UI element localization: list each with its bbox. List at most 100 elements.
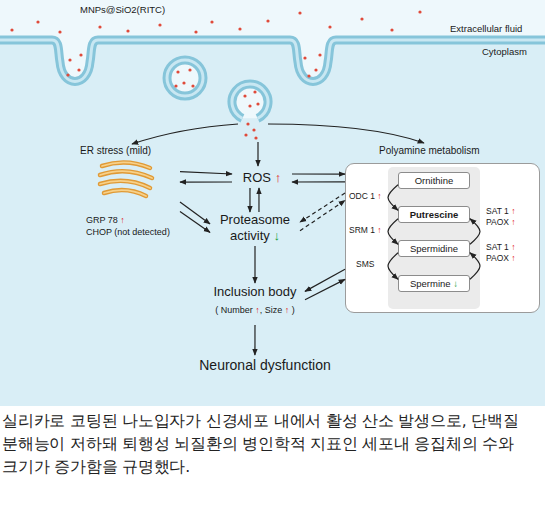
nanoparticle <box>77 68 80 71</box>
text-run: GRP 78 <box>86 215 120 225</box>
nanoparticle <box>298 11 301 14</box>
enzyme-label: SAT 1 ↑ PAOX ↑ <box>486 206 532 228</box>
node-note: CHOP (not detected) <box>86 227 170 237</box>
nanoparticle <box>248 104 251 107</box>
node-title: ROS ↑ <box>232 168 292 188</box>
node-title: Putrescine <box>399 207 469 222</box>
node-note: ( Number ↑, Size ↑ ) <box>205 304 305 317</box>
nanoparticle <box>79 53 82 56</box>
node-title: Spermidine <box>399 241 469 256</box>
enzyme-label: SRM 1 ↑ <box>349 225 382 236</box>
arrow-connector <box>388 253 398 280</box>
er-sheet-core <box>104 190 146 196</box>
arrow-connector <box>254 325 255 355</box>
arrow-connector <box>254 246 255 283</box>
nanoparticle <box>68 58 71 61</box>
nanoparticle <box>318 53 321 56</box>
vesicle-core <box>167 60 203 96</box>
cell-membrane <box>0 40 545 82</box>
open-vesicle-core <box>232 84 268 118</box>
change-arrow: ↑ <box>120 215 125 225</box>
nanoparticle <box>58 30 61 33</box>
text-run: Spermine <box>410 278 453 289</box>
nanoparticle <box>266 19 269 22</box>
nanoparticle <box>418 10 421 13</box>
er-sheet-core <box>100 171 152 178</box>
nanoparticle <box>256 102 259 105</box>
text-run: PAOX <box>486 217 511 227</box>
arrow-connector <box>300 193 345 222</box>
cytoplasm-background <box>0 0 545 406</box>
nanoparticle <box>390 28 393 31</box>
text-run: ER stress (mild) <box>80 145 151 156</box>
change-arrow: ↑ <box>511 217 515 227</box>
text-run: ODC 1 <box>349 191 377 201</box>
inclusion-node: Inclusion body ( Number ↑, Size ↑ ) <box>205 283 305 325</box>
node-title: Proteasome activity ↓ <box>210 212 300 244</box>
nanoparticle <box>10 28 13 31</box>
er-stress-node: ER stress (mild) GRP 78 ↑ CHOP (not detect… <box>80 145 180 240</box>
nanoparticle <box>194 30 197 33</box>
text-run: SMS <box>356 259 374 269</box>
membrane-core <box>0 40 545 82</box>
metabolite-box: Ornithine <box>398 172 470 189</box>
nanoparticle <box>98 25 101 28</box>
change-arrow: ↑ <box>511 242 515 252</box>
er-sheet <box>104 190 146 196</box>
nanoparticle <box>328 25 331 28</box>
region-label: Cytoplasm <box>482 46 527 57</box>
arrow-connector <box>180 212 210 233</box>
text-run: Putrescine <box>410 209 459 220</box>
uptake-arrow <box>132 124 238 144</box>
nanoparticle <box>307 74 310 77</box>
arrow-connector <box>292 173 345 174</box>
text-run: SAT 1 <box>486 206 511 216</box>
change-arrow: ↑ <box>285 305 290 315</box>
outcome-node: Neuronal dysfunction <box>170 355 360 375</box>
nanoparticle <box>126 29 129 32</box>
change-arrow: ↓ <box>273 228 280 243</box>
text-run: Neuronal dysfunction <box>199 357 331 373</box>
arrow-connector <box>180 181 232 182</box>
change-arrow: ↑ <box>255 305 260 315</box>
text-run: Spermidine <box>410 243 458 254</box>
er-sheet <box>100 171 152 178</box>
metabolite-box: Spermidine <box>398 240 470 257</box>
open-vesicle <box>232 84 268 118</box>
nanoparticle <box>253 90 256 93</box>
nanoparticle <box>246 122 249 125</box>
change-arrow: ↑ <box>511 253 515 263</box>
arrow-connector <box>180 202 210 224</box>
arrow-connector <box>258 188 259 212</box>
change-arrow: ↑ <box>275 170 282 185</box>
nanoparticle <box>66 73 69 76</box>
er-sheet-core <box>102 162 150 168</box>
node-title: Polyamine metabolism <box>379 145 480 156</box>
er-sheet-core <box>100 181 150 188</box>
change-arrow: ↓ <box>453 278 458 289</box>
node-title: Inclusion body <box>205 283 305 300</box>
text-run: SRM 1 <box>349 225 377 235</box>
text-run: Extracellular fluid <box>450 23 522 34</box>
text-run: Ornithine <box>415 175 454 186</box>
arrow-connector <box>470 219 480 245</box>
uptake-arrow <box>257 142 258 166</box>
metabolite-box: Putrescine <box>398 206 470 223</box>
nanoparticle <box>210 20 213 23</box>
nanoparticle <box>314 68 317 71</box>
text-run: Inclusion body <box>213 284 296 299</box>
text-run: Polyamine metabolism <box>379 145 480 156</box>
nanoparticle <box>238 27 241 30</box>
arrow-connector <box>180 172 232 174</box>
nanoparticles <box>10 10 421 139</box>
change-arrow: ↑ <box>511 206 515 216</box>
text-run: SAT 1 <box>486 242 511 252</box>
arrow-connector <box>388 219 398 245</box>
nanoparticle <box>303 56 306 59</box>
node-title: ER stress (mild) <box>80 145 151 156</box>
region-label: Extracellular fluid <box>450 23 522 34</box>
nanoparticle <box>188 68 191 71</box>
ros-node: ROS ↑ <box>232 168 292 188</box>
arrow-connector <box>300 200 345 230</box>
text-run: ROS <box>243 170 275 185</box>
